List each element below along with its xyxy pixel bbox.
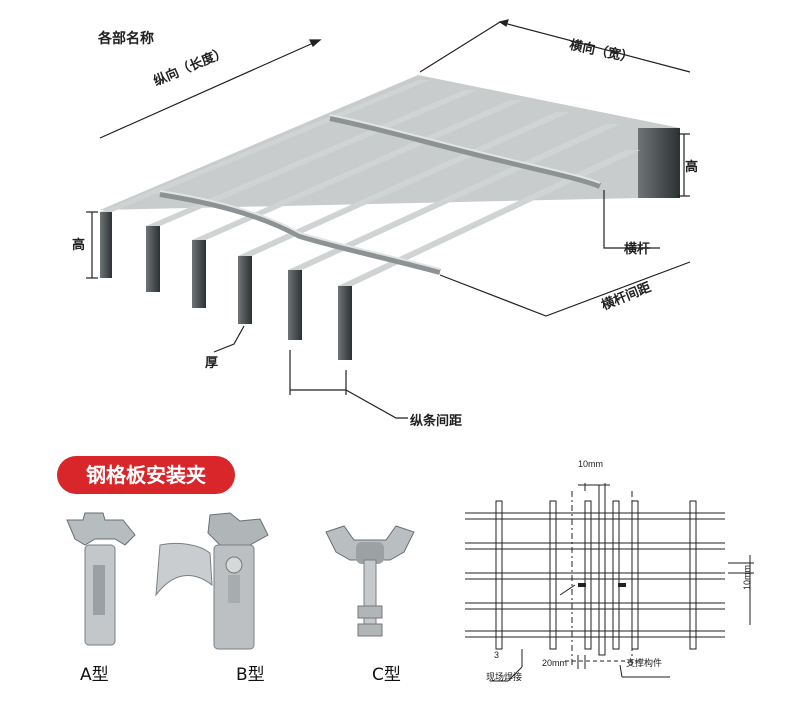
height-left-label: 高 (72, 238, 86, 253)
dimension-lines (86, 19, 691, 419)
dim-top-label: 10mm (578, 459, 604, 469)
weld-number-label: 3 (494, 650, 500, 660)
clip-b-label: B型 (236, 665, 265, 685)
height-right-label: 高 (685, 160, 699, 175)
thickness-label: 厚 (205, 356, 219, 371)
grating-end-block (638, 128, 680, 198)
grating-back-plane (100, 75, 680, 210)
installation-drawing (465, 483, 754, 682)
clip-a-image (66, 512, 136, 646)
dim-bottom-label: 20mm (542, 658, 568, 668)
cross-bars (159, 115, 602, 275)
bearing-bars (100, 80, 640, 360)
clip-c-label: C型 (372, 665, 401, 685)
clip-b-image (155, 512, 269, 650)
clip-c-image (325, 525, 415, 637)
installation-clip-badge: 钢格板安装夹 (57, 456, 235, 494)
dim-right-label: 10mm (742, 564, 752, 590)
crossbar-label: 横杆 (624, 242, 651, 257)
grating-illustration (86, 19, 691, 419)
weld-label: 现场焊接 (486, 672, 523, 682)
parts-title: 各部名称 (98, 31, 154, 47)
bearing-spacing-label: 纵条间距 (410, 414, 463, 429)
support-member-label: 支撑构件 (626, 658, 663, 668)
clip-a-label: A型 (80, 665, 109, 685)
